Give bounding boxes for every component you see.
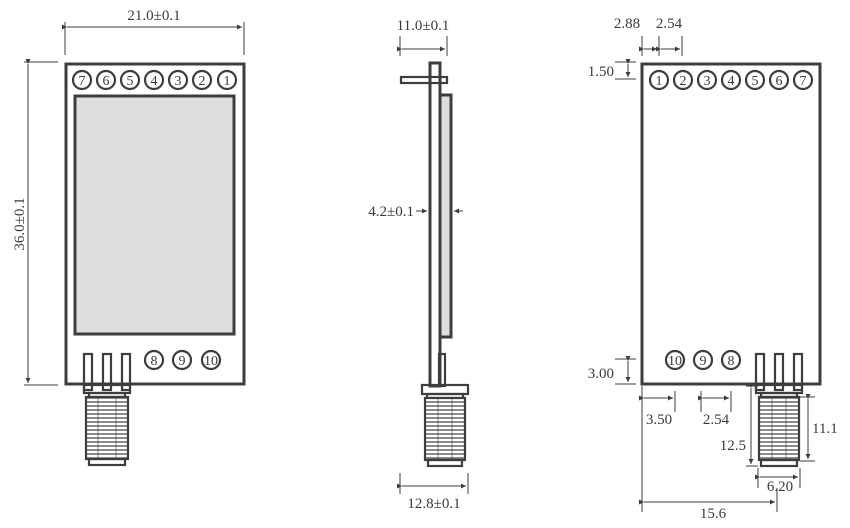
- front-antenna-connector: [82, 352, 132, 467]
- pin10-offset-label: 3.50: [646, 412, 672, 428]
- top-margin-label: 1.50: [588, 64, 614, 80]
- pin-label: 3: [704, 74, 711, 89]
- front-height-dimension: 36.0±0.1: [12, 59, 58, 386]
- back-pin10-offset-dimension: 3.50: [639, 386, 676, 512]
- pin-label: 4: [151, 74, 158, 89]
- back-antenna-thread-dimension: 11.1: [800, 394, 838, 462]
- pin1-offset-label: 2.88: [614, 16, 640, 32]
- side-antenna-width-dimension: 12.8±0.1: [397, 473, 469, 512]
- antenna-x-offset-label: 15.6: [700, 506, 727, 522]
- pin-label: 2: [199, 74, 206, 89]
- back-antenna-connector: [754, 352, 804, 468]
- front-view: 21.0±0.1 36.0±0.1 7 6 5 4 3 2 1 8 9 10: [12, 8, 246, 467]
- pin-label: 8: [151, 354, 158, 369]
- side-connector-pin: [437, 352, 447, 388]
- pin-label: 6: [103, 74, 110, 89]
- back-top-pins: 1 2 3 4 5 6 7: [648, 69, 814, 91]
- front-width-dimension: 21.0±0.1: [62, 8, 245, 55]
- pin-label: 9: [179, 354, 186, 369]
- front-width-label: 21.0±0.1: [127, 8, 180, 24]
- pin-pitch-bottom-label: 2.54: [703, 412, 730, 428]
- side-pin-stub: [399, 75, 449, 85]
- front-height-label: 36.0±0.1: [12, 197, 28, 250]
- back-bottom-margin-dimension: 3.00: [588, 356, 636, 385]
- pin-label: 3: [175, 74, 182, 89]
- front-bottom-pins: 8 9 10: [143, 349, 222, 371]
- front-top-pins: 7 6 5 4 3 2 1: [71, 69, 238, 91]
- pin-label: 1: [656, 74, 663, 89]
- pin-label: 10: [204, 354, 218, 369]
- antenna-total-length-label: 12.5: [720, 438, 746, 454]
- antenna-width-label: 6.20: [767, 479, 793, 495]
- pin-label: 9: [700, 354, 707, 369]
- side-antenna-width-label: 12.8±0.1: [407, 496, 460, 512]
- back-pin-pitch-bottom-dimension: 2.54: [698, 391, 732, 428]
- pin-label: 1: [224, 74, 231, 89]
- front-shield: [73, 94, 236, 336]
- back-antenna-width-dimension: 6.20: [755, 468, 801, 495]
- side-shield-label: 4.2±0.1: [368, 204, 414, 220]
- back-bottom-pins: 10 9 8: [664, 349, 742, 371]
- back-top-margin-dimension: 1.50: [588, 59, 636, 80]
- pin-label: 5: [752, 74, 759, 89]
- side-antenna-connector: [420, 383, 470, 468]
- back-antenna-x-offset-dimension: 15.6: [639, 488, 778, 522]
- back-pin-offset-dimensions: 2.88 2.54: [614, 16, 683, 56]
- pin-label: 5: [127, 74, 134, 89]
- front-board-outline: [64, 62, 246, 386]
- side-thickness-dimension: 11.0±0.1: [397, 18, 450, 56]
- back-view: 2.88 2.54 1.50 1 2 3 4 5 6 7 10: [588, 16, 838, 522]
- pin-label: 10: [668, 354, 682, 369]
- pin-label: 8: [728, 354, 735, 369]
- pin-label: 4: [728, 74, 735, 89]
- side-thickness-label: 11.0±0.1: [397, 18, 450, 34]
- pin-label: 2: [680, 74, 687, 89]
- pin-label: 7: [79, 74, 86, 89]
- pin-pitch-top-label: 2.54: [656, 16, 683, 32]
- side-view: 11.0±0.1 4.2±0.1 12.8±0.1: [368, 18, 470, 512]
- bottom-margin-label: 3.00: [588, 366, 614, 382]
- side-shield-dimension: 4.2±0.1: [368, 204, 463, 220]
- pin-label: 6: [776, 74, 783, 89]
- side-shield: [438, 93, 453, 339]
- back-board-outline: [640, 62, 822, 386]
- pin-label: 7: [800, 74, 807, 89]
- back-antenna-length-dimension: 12.5: [720, 383, 758, 467]
- antenna-thread-length-label: 11.1: [812, 421, 838, 437]
